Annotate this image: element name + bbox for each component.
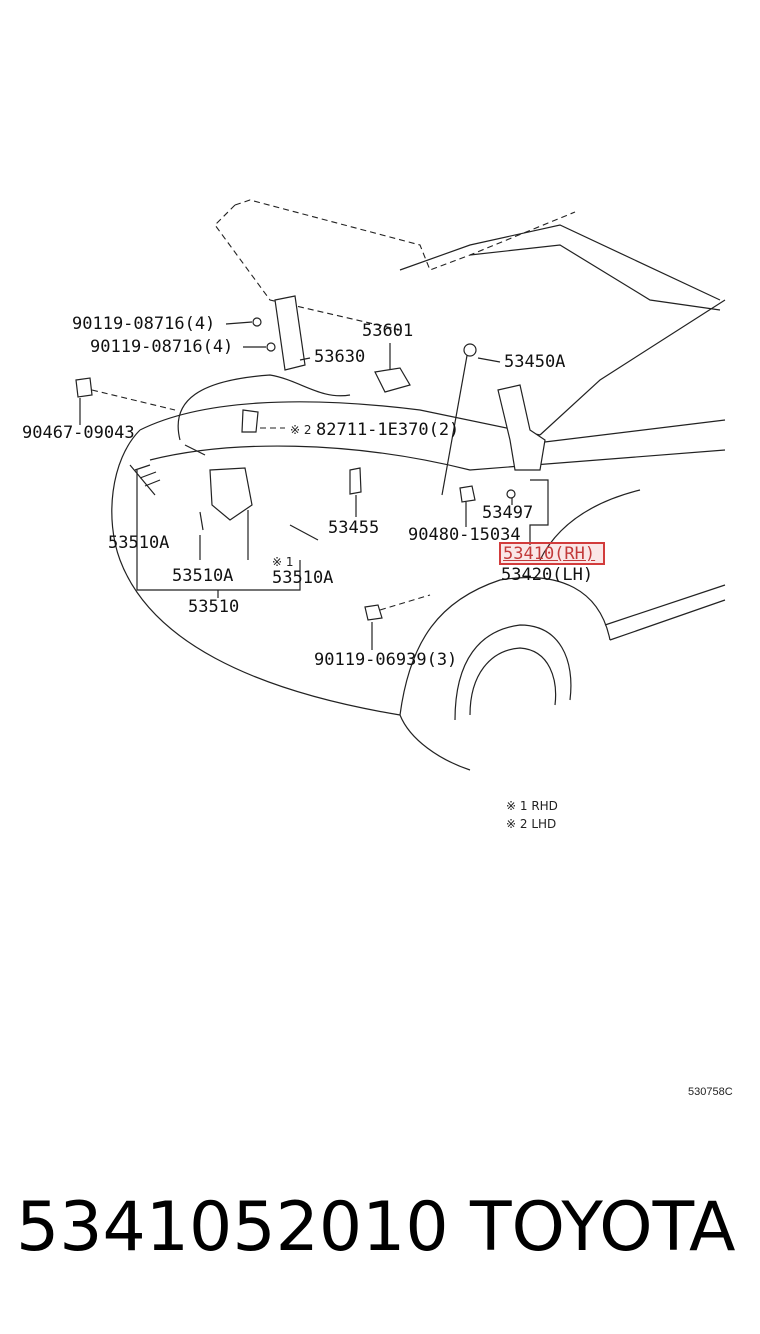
note-lhd: ※ 2 LHD <box>506 817 557 831</box>
bolt-upper <box>252 317 262 327</box>
release-lever <box>374 367 411 393</box>
hood-panel-outline <box>234 199 576 271</box>
leader-53450A <box>477 357 501 363</box>
callout-53601: 53601 <box>362 321 414 341</box>
clip-82711 <box>241 409 259 433</box>
wheel-inner <box>469 647 557 716</box>
rod-end <box>463 343 477 357</box>
leader-53497 <box>511 479 549 545</box>
callout-53510a-middle: 53510A <box>172 566 234 586</box>
windshield-line <box>469 244 721 311</box>
lock-bracket <box>274 295 306 371</box>
callout-53510a-left: 53510A <box>108 533 170 553</box>
hood-left-edge <box>214 204 401 331</box>
a-pillar <box>539 299 726 436</box>
fender-line <box>149 445 726 471</box>
callout-90480-15034: 90480-15034 <box>408 525 521 545</box>
callout-90119-08716-a: 90119-08716(4) <box>72 314 216 334</box>
callout-53455: 53455 <box>328 518 380 538</box>
callout-90119-08716-b: 90119-08716(4) <box>90 337 234 357</box>
hood-lock <box>209 467 253 521</box>
cable-end <box>184 444 206 456</box>
callout-note-2: ※ 2 <box>290 423 312 437</box>
clip-90467 <box>75 377 93 398</box>
note-rhd: ※ 1 RHD <box>506 799 558 813</box>
callout-53410-rh[interactable]: 53410(RH) <box>503 544 596 564</box>
dashed-90119 <box>379 594 431 611</box>
callout-90119-06939: 90119-06939(3) <box>314 650 458 670</box>
part-number: 5341052010 <box>16 1188 449 1267</box>
callout-82711-1e370: 82711-1E370(2) <box>316 420 460 440</box>
fender-curve <box>539 489 641 561</box>
wheel-arch <box>399 576 611 716</box>
release-cable <box>177 374 351 441</box>
callout-53497: 53497 <box>482 503 534 523</box>
bolt-lower <box>266 342 276 352</box>
callout-53450a: 53450A <box>504 352 566 372</box>
spring-left <box>129 464 161 496</box>
highlighted-part-box[interactable]: 53410(RH) <box>499 542 605 565</box>
callout-53420-lh: 53420(LH) <box>501 565 594 585</box>
spring-middle <box>199 511 204 531</box>
bolt-90119-06939 <box>364 604 383 621</box>
part-53455 <box>349 467 362 495</box>
spring-right <box>289 524 319 541</box>
windshield-top <box>399 224 721 301</box>
rocker-line <box>604 584 726 641</box>
callout-note-1: ※ 1 <box>272 555 294 569</box>
callout-53510: 53510 <box>188 597 240 617</box>
dashed-90467 <box>91 389 176 411</box>
cowl-line <box>519 419 726 446</box>
callout-90467-09043: 90467-09043 <box>22 423 135 443</box>
leader-springs <box>199 510 249 560</box>
callout-53630: 53630 <box>314 347 366 367</box>
cushion-90480 <box>459 485 476 503</box>
leader-53630 <box>299 357 311 361</box>
wheel <box>454 624 572 721</box>
brand-name: TOYOTA <box>470 1188 736 1267</box>
callout-53510a-right: 53510A <box>272 568 334 588</box>
leader-bolts <box>225 321 266 348</box>
bolt-53497 <box>506 489 516 499</box>
hood-rod <box>441 349 469 496</box>
bumper-outline <box>111 429 471 771</box>
hood-front-edge <box>139 401 541 436</box>
illustration-code: 530758C <box>688 1086 733 1098</box>
hood-hinge <box>497 384 546 471</box>
